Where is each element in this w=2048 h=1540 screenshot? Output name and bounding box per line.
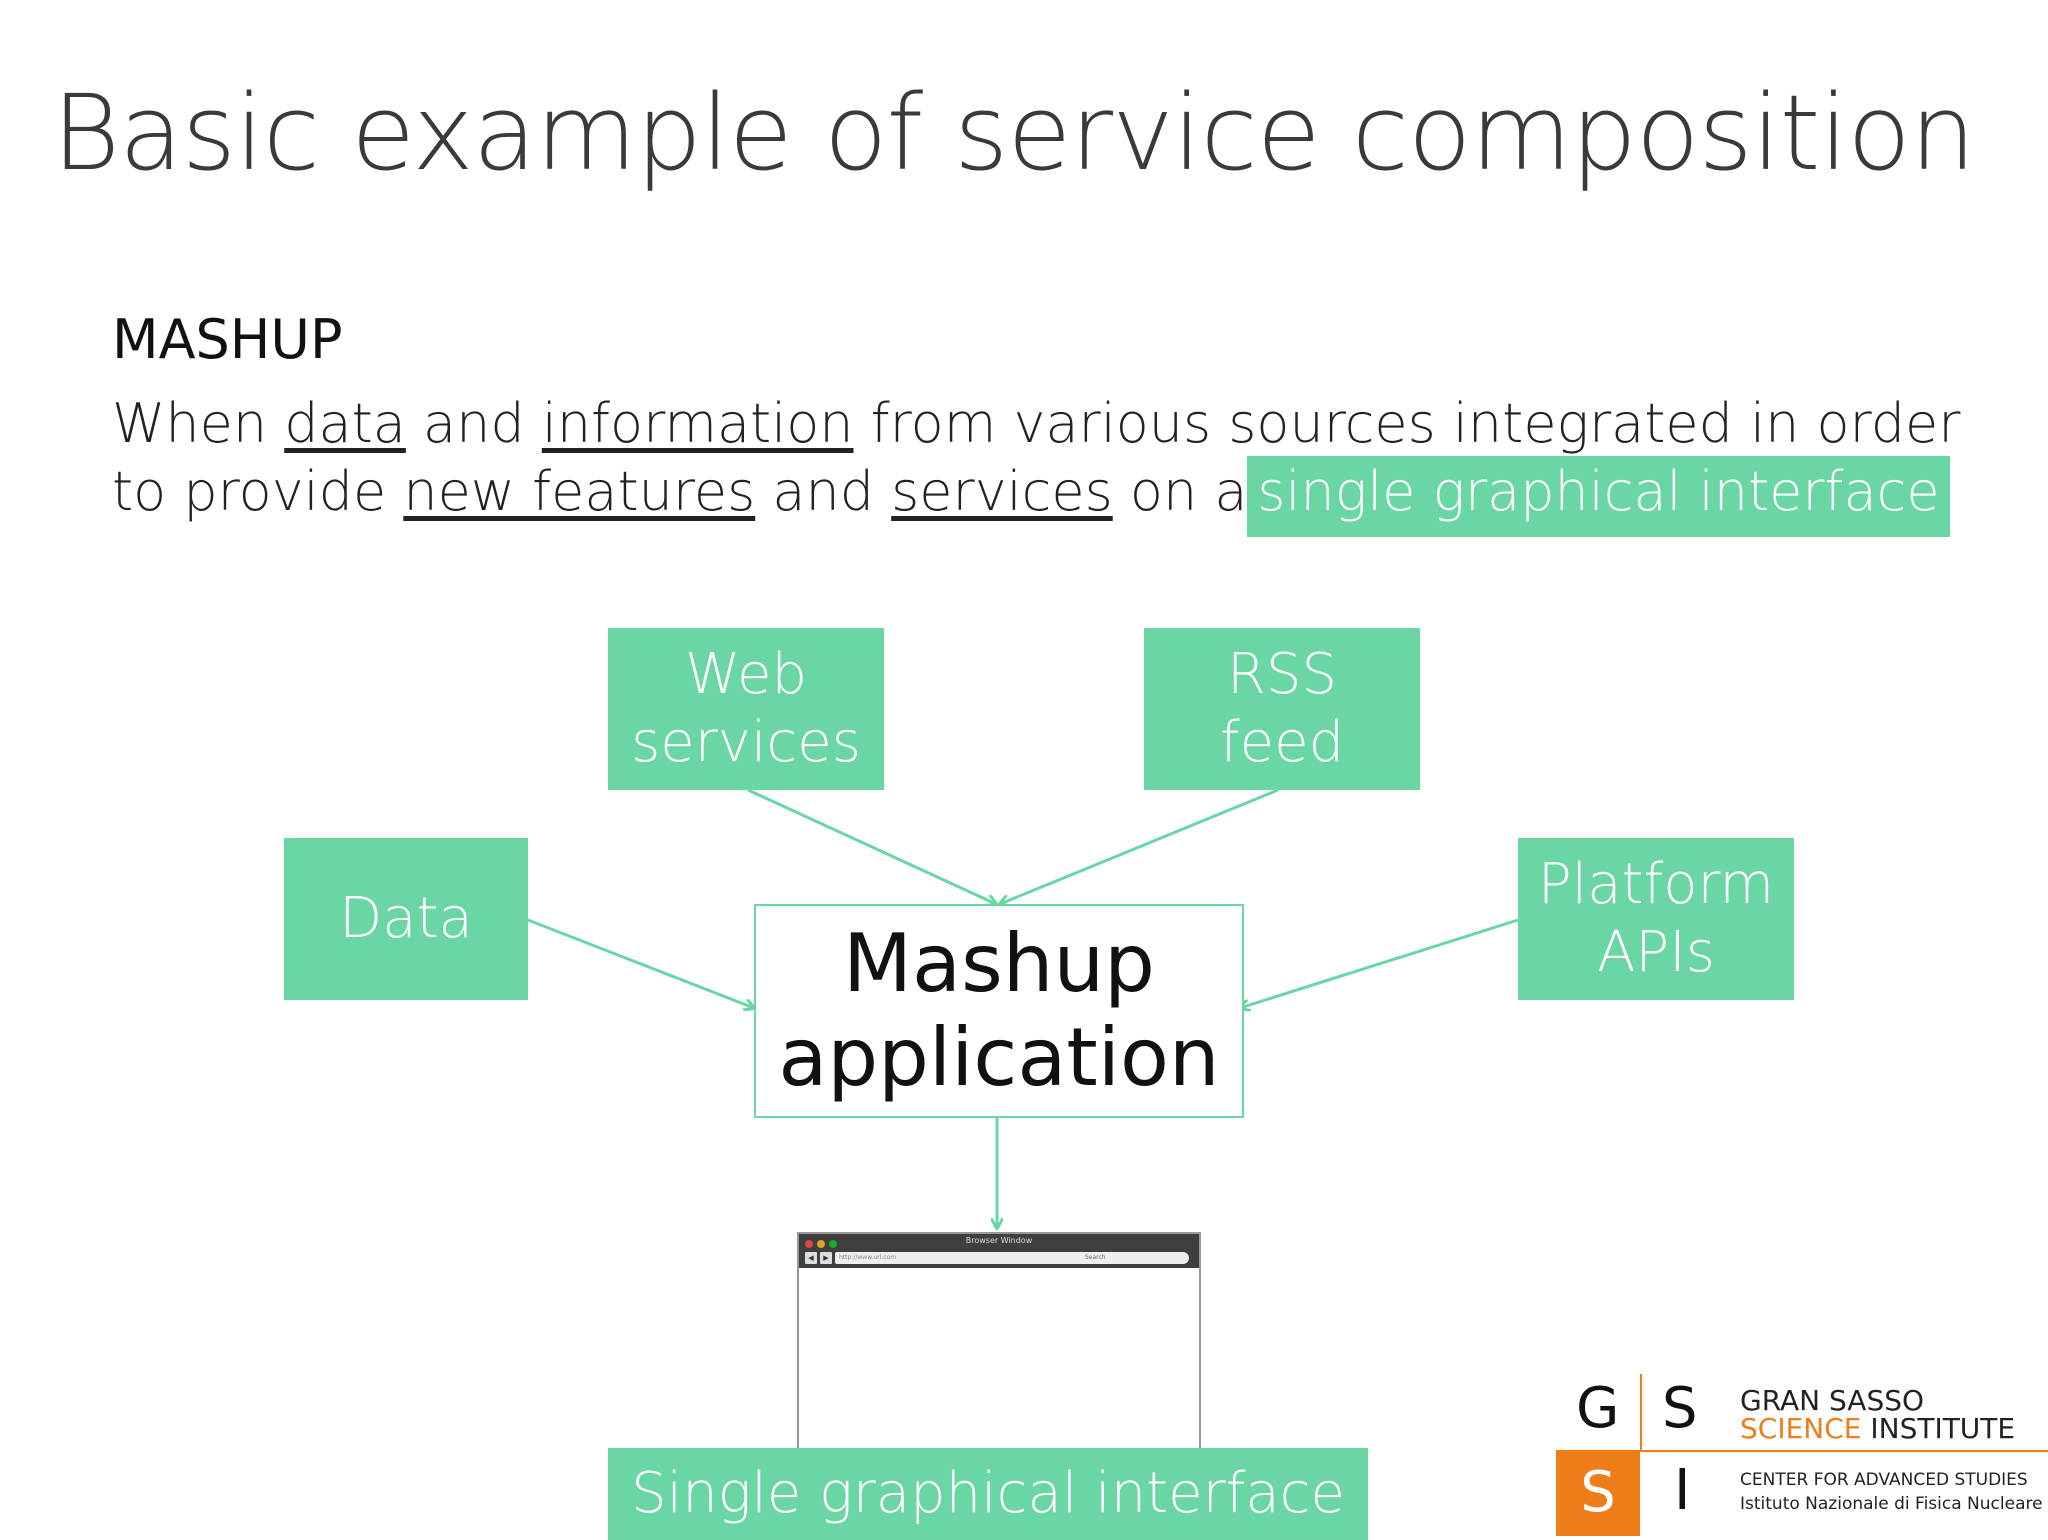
underlined-term-services: services xyxy=(891,460,1113,523)
close-dot-icon xyxy=(805,1240,813,1248)
data-box: Data xyxy=(284,838,528,1000)
web-services-box: Web services xyxy=(608,628,884,790)
logo-gran-sasso: GRAN SASSO xyxy=(1740,1384,1925,1417)
single-graphical-interface-box: Single graphical interface xyxy=(608,1448,1368,1540)
logo-science: SCIENCE xyxy=(1740,1412,1862,1445)
underlined-term-data: data xyxy=(284,392,406,455)
arrow-platform-apis xyxy=(1240,918,1519,1008)
browser-window-illustration: Browser Window ◀ ▶ http://www.url.com Se… xyxy=(797,1232,1201,1454)
underlined-term-information: information xyxy=(541,392,854,455)
arrow-rss-feed xyxy=(1000,788,1279,904)
underlined-term-new-features: new features xyxy=(403,460,756,523)
data-label: Data xyxy=(339,886,473,951)
maximize-dot-icon xyxy=(829,1240,837,1248)
logo-letter-g: G xyxy=(1576,1376,1620,1441)
slide-title: Basic example of service composition xyxy=(52,72,1976,194)
platform-apis-box: Platform APIs xyxy=(1518,838,1794,1000)
text-segment: on a xyxy=(1112,460,1248,523)
mashup-application-box: Mashup application xyxy=(754,904,1244,1118)
gssi-logo: G S S I GRAN SASSO SCIENCE INSTITUTE CEN… xyxy=(1554,1374,2048,1536)
web-services-label: Web services xyxy=(631,642,861,775)
rss-feed-box: RSS feed xyxy=(1144,628,1420,790)
back-arrow-icon: ◀ xyxy=(805,1252,817,1264)
logo-infn: Istituto Nazionale di Fisica Nucleare xyxy=(1740,1494,2043,1514)
browser-title: Browser Window xyxy=(965,1236,1033,1245)
arrow-data xyxy=(527,918,754,1008)
slide-subtitle: MASHUP xyxy=(112,308,343,371)
logo-divider-horizontal xyxy=(1640,1450,2048,1452)
platform-apis-label: Platform APIs xyxy=(1537,852,1775,985)
logo-letter-i: I xyxy=(1674,1458,1691,1523)
rss-feed-label: RSS feed xyxy=(1219,642,1345,775)
logo-letter-s-top: S xyxy=(1662,1376,1698,1441)
browser-toolbar: Browser Window ◀ ▶ http://www.url.com Se… xyxy=(799,1234,1199,1268)
text-segment: and xyxy=(405,392,542,455)
minimize-dot-icon xyxy=(817,1240,825,1248)
text-segment: from various sources integrated in order… xyxy=(112,392,1961,523)
logo-divider-vertical xyxy=(1640,1374,1642,1450)
single-graphical-interface-label: Single graphical interface xyxy=(631,1461,1345,1526)
browser-search-field: Search xyxy=(1075,1252,1189,1264)
logo-center-advanced-studies: CENTER FOR ADVANCED STUDIES xyxy=(1740,1470,2028,1490)
logo-letter-s-orange: S xyxy=(1556,1450,1640,1536)
highlighted-phrase: single graphical interface xyxy=(1247,456,1950,537)
text-segment: When xyxy=(112,392,285,455)
forward-arrow-icon: ▶ xyxy=(820,1252,832,1264)
browser-url-field: http://www.url.com xyxy=(835,1252,1099,1264)
text-segment: and xyxy=(755,460,892,523)
logo-institute: INSTITUTE xyxy=(1861,1412,2016,1445)
definition-text: When data and information from various s… xyxy=(112,390,1992,537)
logo-science-institute: SCIENCE INSTITUTE xyxy=(1740,1412,2015,1445)
arrow-web-services xyxy=(747,788,996,904)
